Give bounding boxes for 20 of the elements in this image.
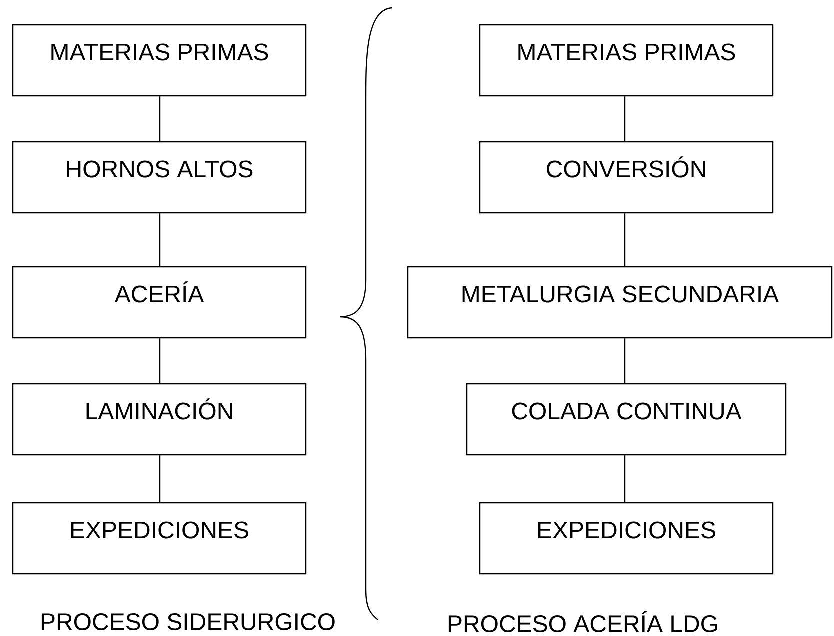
column-caption: PROCESO ACERÍA LDG: [448, 611, 718, 633]
process-box: HORNOS ALTOS: [12, 141, 307, 214]
process-box: EXPEDICIONES: [479, 502, 774, 575]
connector-line: [624, 96, 626, 142]
connector-line: [159, 338, 161, 384]
process-box: METALURGIA SECUNDARIA: [407, 266, 833, 339]
process-box: MATERIAS PRIMAS: [12, 24, 307, 97]
process-box: MATERIAS PRIMAS: [479, 24, 774, 97]
process-box: CONVERSIÓN: [479, 141, 774, 214]
connector-line: [624, 456, 626, 502]
process-box: ACERÍA: [12, 266, 307, 339]
connector-line: [159, 96, 161, 142]
connector-line: [624, 338, 626, 384]
connector-line: [159, 214, 161, 266]
process-box: COLADA CONTINUA: [466, 383, 787, 456]
column-caption: PROCESO SIDERURGICO: [42, 614, 335, 630]
process-box: EXPEDICIONES: [12, 502, 307, 575]
connector-line: [159, 456, 161, 502]
connector-line: [624, 214, 626, 266]
process-box: LAMINACIÓN: [12, 383, 307, 456]
